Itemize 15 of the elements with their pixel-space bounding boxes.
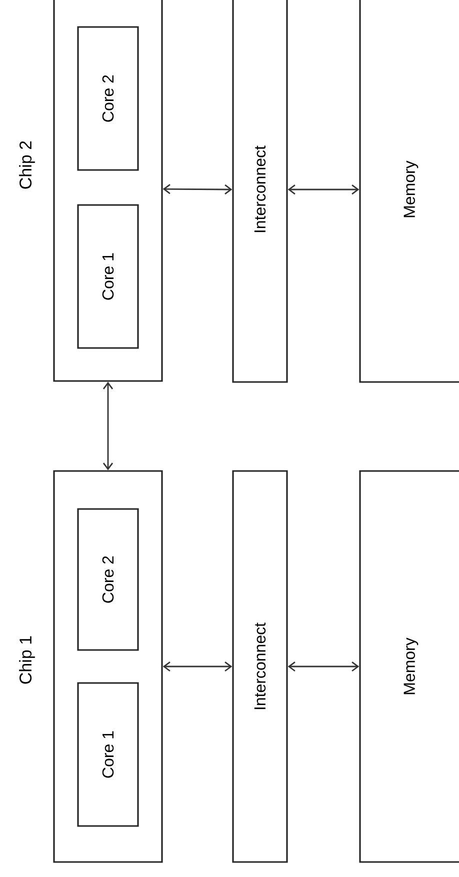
block-box: Interconnect: [232, 470, 288, 863]
block-box: Memory: [359, 470, 459, 863]
node-label: Chip 2: [19, 141, 35, 189]
core-box: Core 1: [77, 204, 139, 349]
core-box: Core 2: [77, 508, 139, 651]
arrow: [102, 382, 114, 470]
arrow: [162, 661, 232, 672]
arrow: [288, 184, 360, 195]
block-box: Interconnect: [232, 0, 288, 383]
arrow: [162, 184, 232, 195]
node-label: Chip 1: [19, 636, 35, 684]
arrow: [288, 661, 360, 672]
core-box: Core 1: [77, 682, 139, 827]
core-box: Core 2: [77, 26, 139, 171]
block-box: Memory: [359, 0, 459, 383]
